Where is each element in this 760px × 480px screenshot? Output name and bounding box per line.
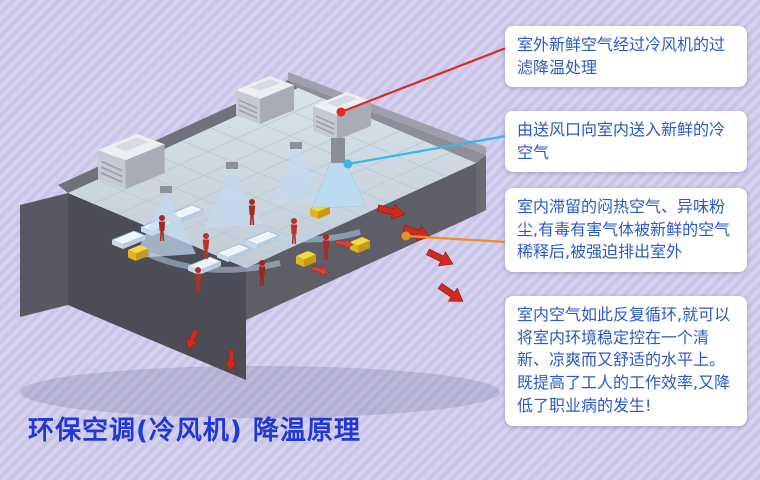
right-end-wall (476, 155, 486, 215)
left-end-wall (20, 193, 68, 317)
leader-line-1 (340, 46, 507, 114)
page-title: 环保空调(冷风机) 降温原理 (28, 416, 361, 446)
callout-text-4: 室内空气如此反复循环,就可以将室内环境稳定控在一个清新、凉爽而又舒适的水平上。既… (517, 305, 731, 415)
leader-line-2 (347, 134, 507, 166)
callout-box-3: 室内滞留的闷热空气、异味粉尘,有毒有害气体被新鲜的空气稀释后,被强迫排出室外 (505, 188, 747, 273)
callout-text-2: 由送风口向室内送入新鲜的冷空气 (517, 120, 726, 162)
leader-dot-3 (401, 231, 411, 241)
leader-line-3 (405, 234, 507, 244)
callout-box-1: 室外新鲜空气经过冷风机的过滤降温处理 (505, 26, 747, 88)
building-ground-shadow (20, 366, 500, 418)
supply-diffuser-cone (311, 162, 367, 209)
callout-box-4: 室内空气如此反复循环,就可以将室内环境稳定控在一个清新、凉爽而又舒适的水平上。既… (505, 296, 747, 426)
callout-text-1: 室外新鲜空气经过冷风机的过滤降温处理 (517, 35, 726, 77)
ceiling-air-diffusers (134, 142, 324, 258)
supply-duct (331, 138, 345, 163)
leader-dot-2 (343, 159, 353, 169)
callout-box-2: 由送风口向室内送入新鲜的冷空气 (505, 111, 747, 173)
callout-text-3: 室内滞留的闷热空气、异味粉尘,有毒有害气体被新鲜的空气稀释后,被强迫排出室外 (517, 197, 731, 262)
leader-dot-1 (336, 107, 346, 117)
